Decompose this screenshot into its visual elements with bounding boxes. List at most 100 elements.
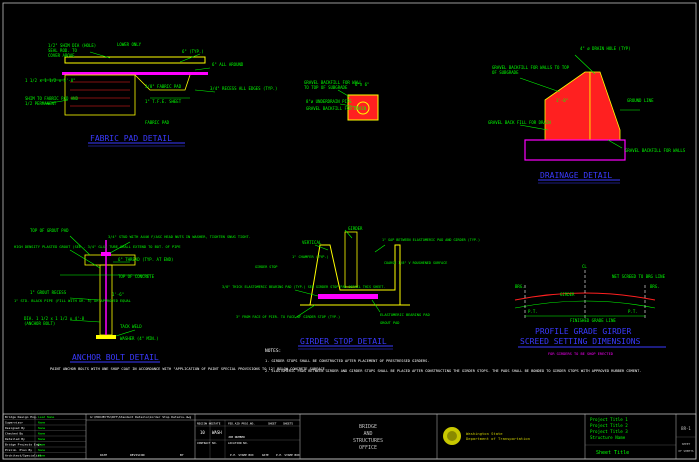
note-text: ELASTOMERIC BEARING PAD — [380, 313, 430, 317]
row-name: Name — [38, 426, 45, 430]
leader-line — [179, 53, 201, 63]
project-title: Project Title 1 — [590, 417, 628, 422]
agency-logo: Washington State Department of Transport… — [443, 427, 530, 445]
note-text: TOP OF GROUT PAD — [30, 228, 69, 233]
fabric-pad-sheet — [62, 72, 208, 75]
note-item: 2. ELASTOMERIC PADS BETWEEN GIRDER AND G… — [265, 369, 641, 373]
office-line: BRIDGE — [359, 424, 377, 430]
note-text: 1" GROUT RECESS — [30, 290, 67, 295]
office-block: BRIDGE AND STRUCTURES OFFICE — [353, 424, 383, 451]
note-text: GRAVEL BACKFILL FOR WALL — [304, 80, 362, 85]
job-label: JOB NUMBER — [228, 435, 245, 439]
leader-line — [519, 77, 561, 93]
note-text: VERTICAL — [302, 240, 322, 245]
leader-line — [607, 139, 623, 149]
project-title: Project Title 3 — [590, 429, 628, 434]
note-text: GRAVEL BACK FILL FOR DRAIN — [488, 120, 551, 125]
row-name: Name — [38, 448, 45, 452]
contract-label: CONTRACT NO. — [197, 441, 218, 445]
note-text: GRAVEL BACKFILL FOR WALLS TO TOP — [492, 65, 570, 70]
note-text: TO TOP OF SUBGRADE — [304, 85, 348, 90]
note-text: GIRDER — [560, 292, 575, 297]
leader-line — [337, 89, 351, 98]
file-path: G:\PROJECTS\DOT\Standard Details\Girder … — [90, 415, 191, 419]
leader-line — [69, 319, 101, 323]
row-label: Designed By — [5, 426, 25, 430]
region-value: 10 — [200, 430, 205, 435]
note-text: 1'-0" — [556, 98, 568, 103]
leader-line — [44, 99, 69, 105]
project-title-block: Project Title 1 Project Title 2 Project … — [585, 417, 676, 456]
note-text: CL — [582, 264, 587, 269]
sheet-number-block: BR-1 SHEET OF SHEETS — [676, 426, 696, 453]
note-text: GROUND LINE — [627, 98, 654, 103]
fabric-pad-recess — [134, 74, 191, 91]
note-text: (ANCHOR BOLT) — [24, 321, 55, 326]
agency-name: Washington State — [466, 431, 503, 436]
note-text: 8"ø UNDERDRAIN PIPE — [306, 99, 352, 104]
row-name: Name — [38, 443, 45, 447]
note-text: 1" STD. BLACK PIPE (FILL WITH GR. 5) OR … — [14, 299, 131, 303]
note-text: 6" (TYP.) — [182, 49, 204, 54]
revision-label: REVISION — [130, 453, 145, 457]
detail-title: PROFILE GRADE GIRDER — [535, 327, 632, 336]
row-label: Bridge Design Eng. — [5, 415, 38, 419]
leader-line — [314, 244, 329, 251]
note-text: FABRIC PAD — [145, 120, 170, 125]
project-title: Project Title 2 — [590, 423, 628, 428]
anchor-nut — [101, 252, 111, 256]
leader-line — [374, 244, 386, 253]
office-line: STRUCTURES — [353, 438, 383, 444]
note-text: HIGH DENSITY PLASTED GROUT (SEE - 3/4" G… — [14, 245, 181, 249]
profile-grade-detail[interactable]: BRG. NET SCREED TO BRG LINE BRG. GIRDER … — [514, 264, 666, 356]
note-text: 3" FROM FACE OF PIER. TO FACE OF GIRDER … — [236, 315, 340, 319]
note-text: BRG. — [515, 284, 525, 289]
row-name: Lead Name — [38, 415, 54, 419]
date-label: DATE — [100, 453, 107, 457]
row-name: Name — [38, 437, 45, 441]
note-text: 1/2" SHIM DIA (HOLE) — [48, 43, 96, 48]
underdrain-gravel-box — [347, 94, 379, 121]
title-block[interactable]: Bridge Design Eng. Supervisor Designed B… — [2, 413, 697, 460]
leader-line — [371, 299, 381, 313]
leader-line — [294, 289, 319, 297]
drainage-detail[interactable]: GRAVEL BACKFILL FOR WALLS TO TOP OF SUBG… — [488, 46, 686, 184]
note-text: TACK WELD — [120, 324, 142, 329]
agency-name: Department of Transportation — [466, 436, 530, 441]
note-text: 6" ALL AROUND — [212, 62, 244, 67]
note-text: P.T. — [628, 309, 638, 314]
girder-stop-detail[interactable]: GIRDER VERTICAL GIRDER STOP 1" CHAMFER (… — [222, 226, 480, 350]
wall-footing — [524, 139, 626, 161]
note-text: 1'-6" — [112, 292, 124, 297]
office-line: OFFICE — [359, 445, 377, 451]
note-text: COVER ABOVE — [48, 53, 75, 58]
bearing-pad — [318, 294, 378, 299]
row-label: Bridge Projects Engr. — [5, 443, 43, 447]
underdrain-pipe — [356, 101, 370, 115]
sheet-of: SHEET — [682, 442, 691, 446]
fabric-pad-detail[interactable]: 1/2" SHIM DIA (HOLE) SEAL ROD. TO COVER … — [25, 42, 277, 147]
note-text: SEAL ROD. TO — [48, 48, 77, 53]
note-text: 1" GAP BETWEEN ELASTOMERIC PAD AND GIRDE… — [382, 238, 480, 242]
underdrain-detail[interactable]: GRAVEL BACKFILL FOR WALL TO TOP OF SUBGR… — [304, 80, 379, 121]
leader-line — [194, 67, 211, 71]
row-name: Name — [38, 421, 45, 425]
detail-title: FABRIC PAD DETAIL — [90, 134, 172, 143]
note-text: WASHER (4" MIN.) — [120, 336, 159, 341]
leader-line — [89, 51, 111, 59]
leader-line — [194, 89, 216, 93]
leader-line — [294, 304, 316, 319]
note-text: 1 1/2 x 1 1/2 x 5'-0" — [25, 78, 76, 83]
row-label: Checked By — [5, 432, 23, 436]
stamp-label: P.E. STAMP BOX — [230, 453, 254, 457]
note-text: SHIM TO FABRIC PAD AND — [25, 96, 79, 101]
detail-subnote: FOR GIRDERS TO BE SHOP ERECTED — [548, 352, 613, 356]
note-text: GRAVEL BACKFILL FOR WALLS — [625, 148, 686, 153]
detail-title: GIRDER STOP DETAIL — [300, 337, 387, 346]
note-text: TOP OF CONCRETE — [118, 274, 155, 279]
stamp-label: P.E. STAMP BOX — [276, 453, 300, 457]
note-text: OF SUBGRADE — [492, 70, 519, 75]
anchor-bolt-detail[interactable]: TOP OF GROUT PAD HIGH DENSITY PLASTED GR… — [14, 228, 327, 371]
